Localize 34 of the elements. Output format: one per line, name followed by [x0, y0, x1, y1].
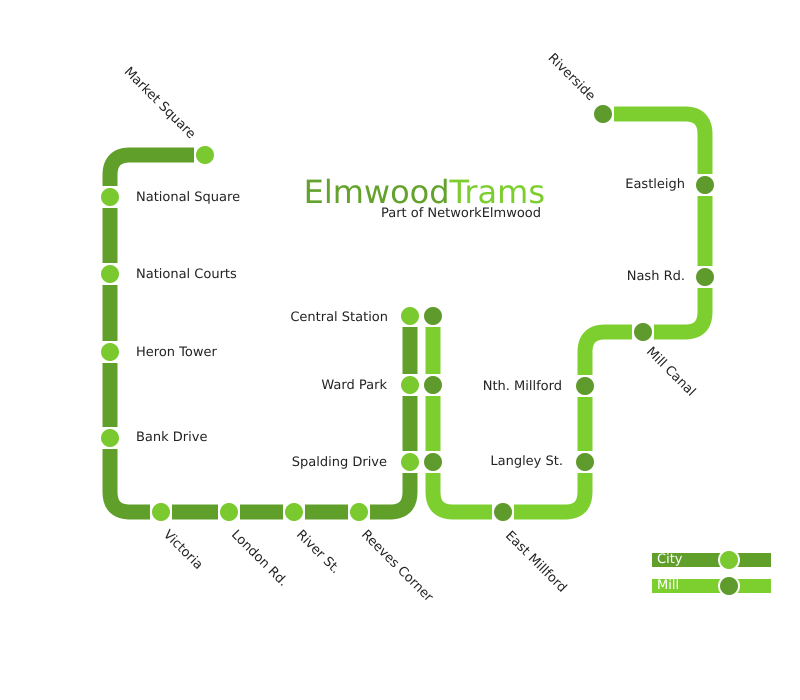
tram-line [578, 397, 592, 451]
tram-line [426, 396, 440, 451]
tram-line [402, 396, 418, 451]
station-name: National Courts [136, 267, 237, 283]
station-name: Heron Tower [136, 345, 217, 361]
tram-line [698, 196, 712, 266]
station-name: National Square [136, 190, 240, 206]
station-name: Langley St. [490, 454, 563, 470]
tram-line [102, 148, 194, 186]
tram-line [370, 473, 418, 520]
tram-line [172, 504, 218, 520]
tram-line [305, 504, 348, 520]
tram-line [102, 208, 118, 263]
tram-line [514, 473, 592, 520]
station-name: Central Station [290, 310, 388, 326]
tram-line [426, 327, 440, 374]
tram-line [402, 327, 418, 374]
tram-line [102, 285, 118, 341]
station-name: Eastleigh [625, 177, 685, 193]
legend-label: Mill [657, 579, 680, 593]
tram-line [102, 449, 150, 520]
station-name: Ward Park [321, 378, 387, 394]
station-name: Bank Drive [136, 430, 208, 446]
tram-line [654, 288, 712, 340]
subtitle: Part of NetworkElmwood [380, 206, 541, 222]
legend-label: City [657, 553, 682, 567]
tram-line [240, 504, 283, 520]
station-name: Nth. Millford [482, 379, 562, 395]
tram-line [614, 106, 712, 174]
tram-line [426, 473, 492, 520]
station-name: Nash Rd. [626, 269, 685, 285]
tram-line [102, 363, 118, 427]
tram-line [578, 324, 632, 375]
station-name: Spalding Drive [292, 455, 387, 471]
